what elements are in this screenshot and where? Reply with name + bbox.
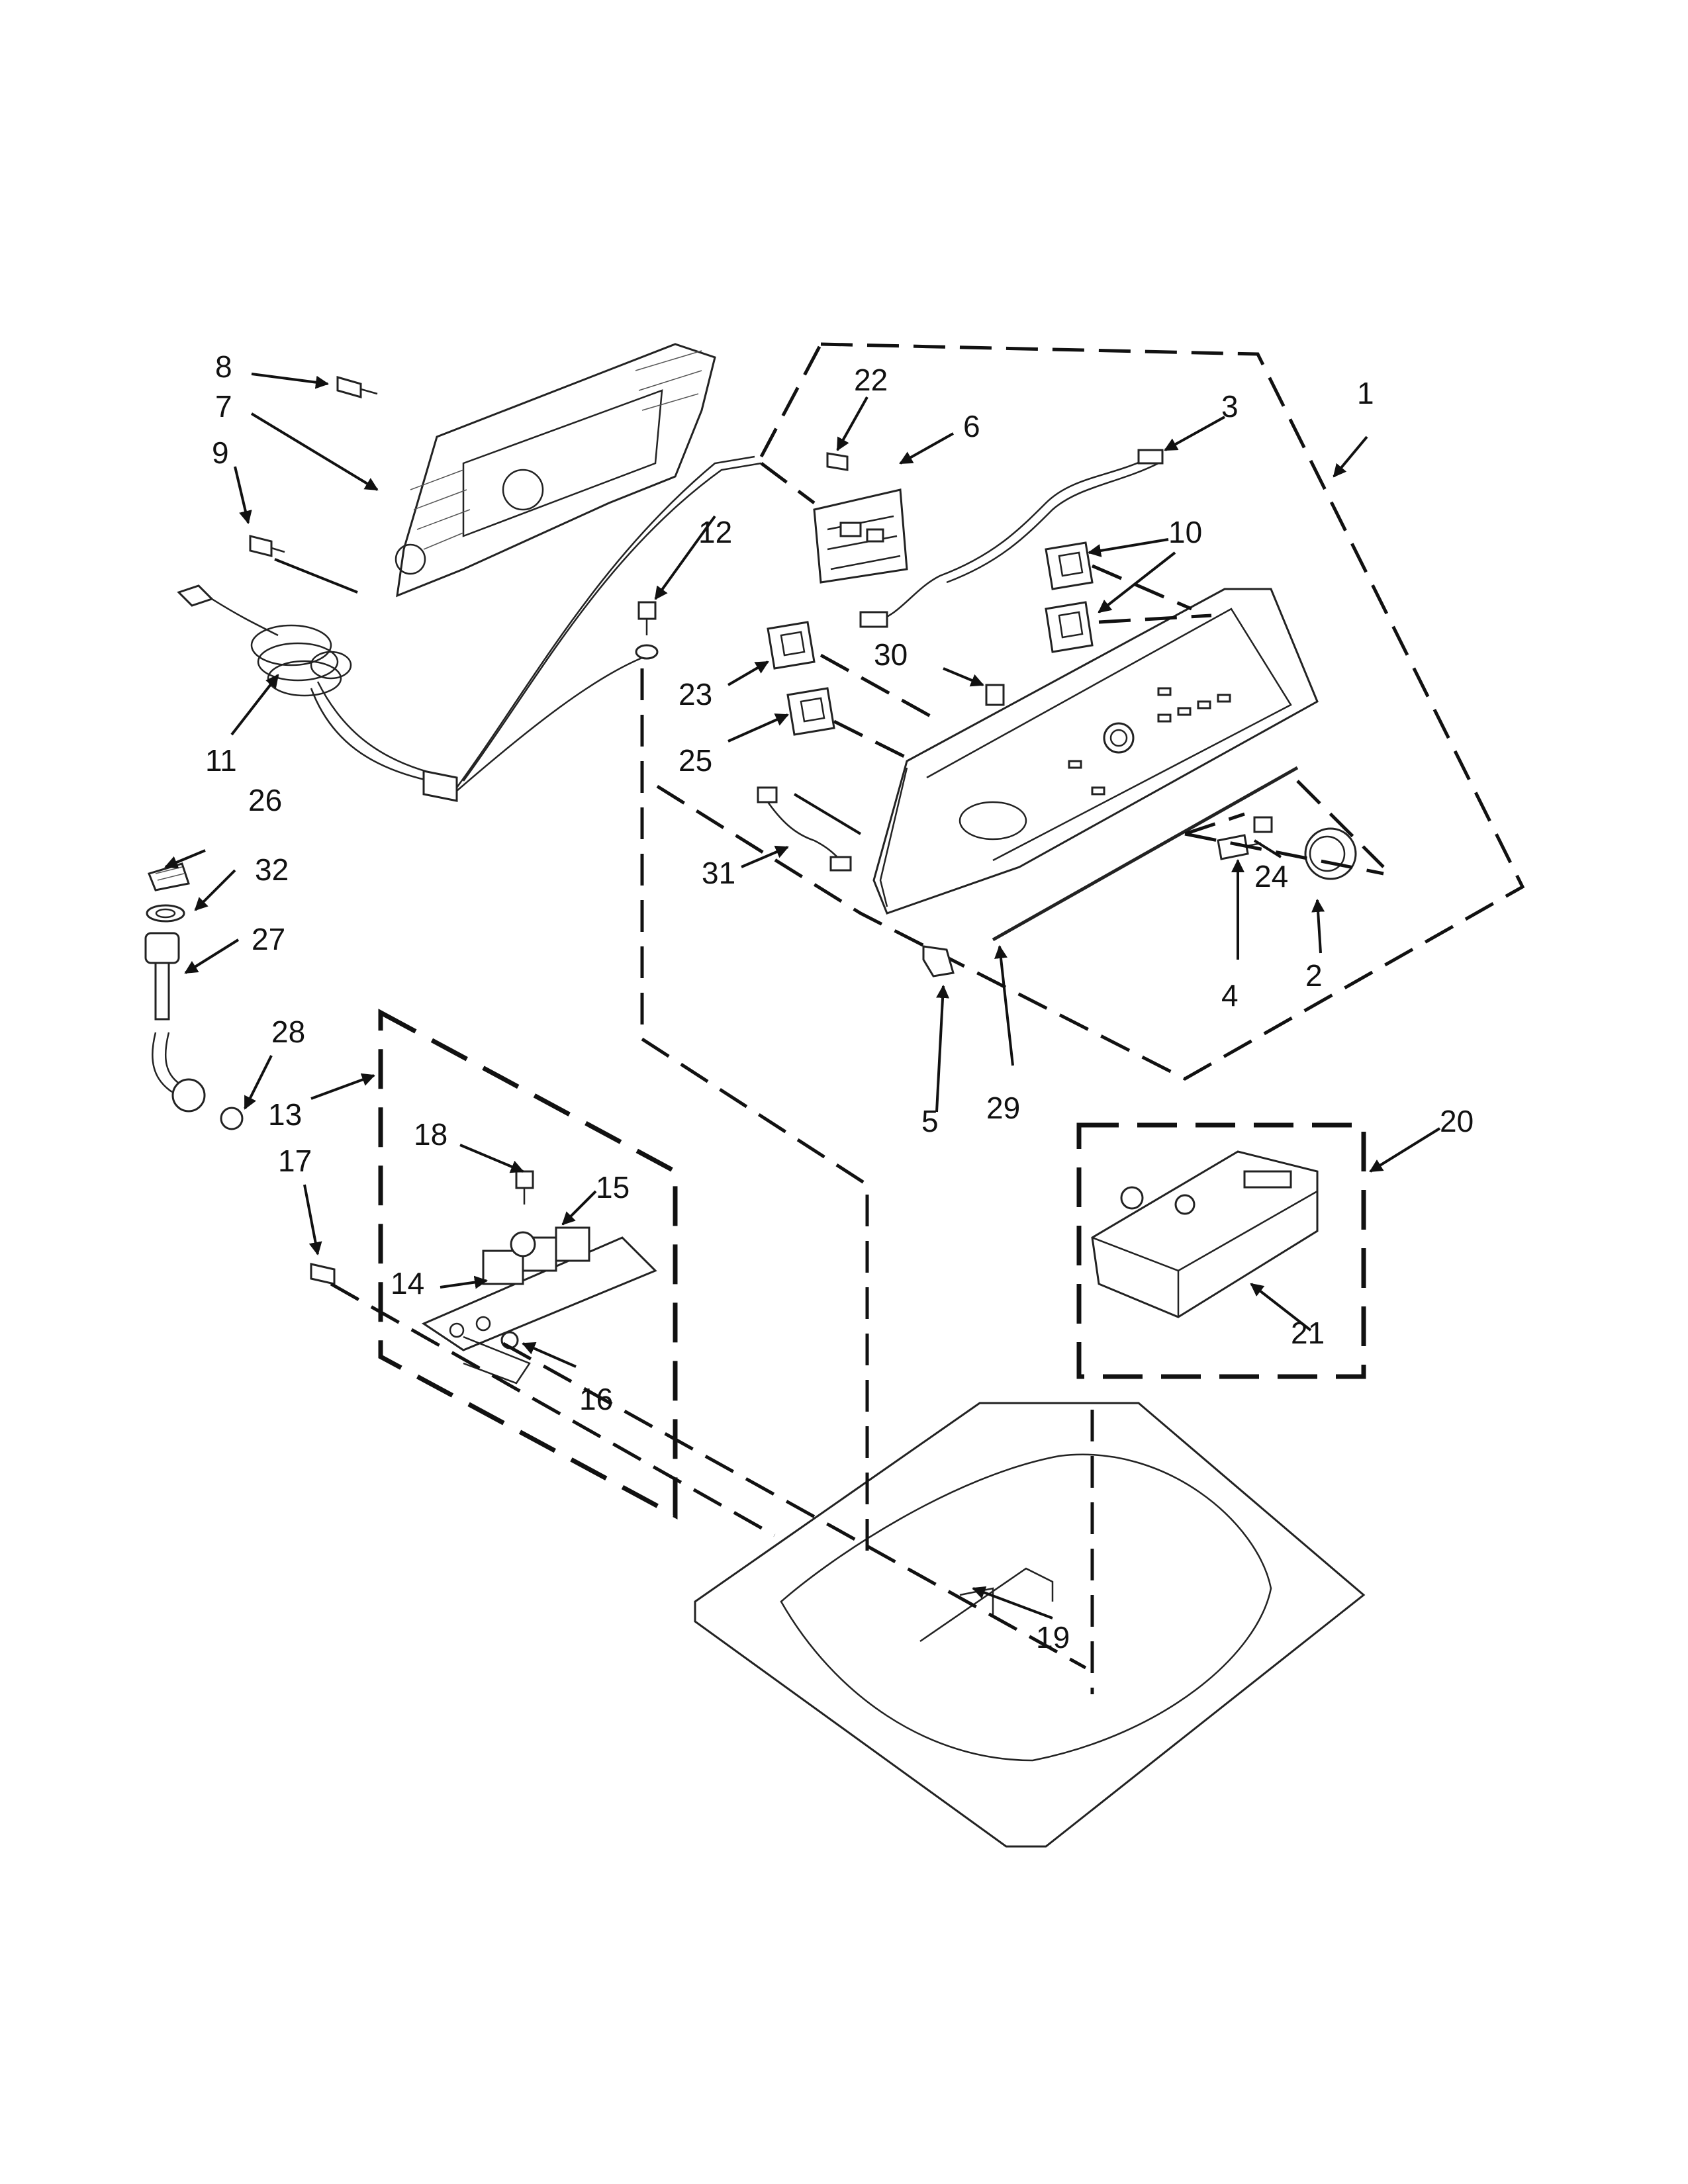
callout-8: 8	[215, 349, 232, 384]
callout-12: 12	[698, 515, 732, 549]
callout-10: 10	[1168, 515, 1202, 549]
clip-part-5	[922, 945, 955, 978]
control-board	[813, 488, 908, 584]
screw-part-12	[635, 601, 659, 660]
callout-20: 20	[1440, 1104, 1474, 1138]
power-cord	[177, 455, 762, 802]
switch-part-23	[767, 621, 816, 670]
knob-part-2	[1304, 827, 1357, 880]
callout-19: 19	[1036, 1620, 1070, 1655]
console	[872, 588, 1319, 915]
callout-6: 6	[963, 409, 980, 443]
callout-4: 4	[1221, 978, 1239, 1013]
rod-part-29	[992, 766, 1299, 942]
screw-part-17	[310, 1263, 336, 1285]
callout-14: 14	[391, 1266, 424, 1300]
leader-lines	[164, 373, 1441, 1694]
callout-24: 24	[1254, 859, 1288, 893]
callout-15: 15	[596, 1170, 630, 1205]
dispenser-assembly-outline	[1076, 1122, 1366, 1379]
console-assembly-outline	[647, 342, 1525, 1081]
water-valve-part-15	[482, 1226, 590, 1285]
clip-part-30	[985, 684, 1005, 706]
valve-assembly-outline	[378, 1009, 678, 1520]
switch-part-10-upper	[1045, 541, 1094, 590]
callout-23: 23	[679, 677, 712, 711]
screw-part-22	[826, 452, 849, 471]
washer-part-28	[220, 1107, 244, 1130]
callout-11: 11	[205, 743, 237, 778]
washer-top-part-19	[694, 1402, 1366, 1848]
callout-2: 2	[1305, 958, 1323, 993]
callout-7: 7	[215, 389, 232, 424]
washer-part-32	[146, 904, 185, 923]
screw-part-8	[336, 376, 378, 398]
insert-part-24	[1253, 816, 1273, 833]
callout-22: 22	[854, 363, 888, 397]
screw-part-9	[249, 535, 285, 557]
callout-16: 16	[579, 1382, 613, 1416]
screw-part-18	[515, 1170, 534, 1205]
callout-3: 3	[1221, 389, 1239, 424]
wire-harness	[859, 449, 1164, 628]
harness-part-31	[757, 786, 852, 872]
callout-29: 29	[986, 1091, 1020, 1125]
callout-13: 13	[268, 1097, 302, 1132]
callout-28: 28	[271, 1015, 305, 1049]
callout-25: 25	[679, 743, 712, 778]
callout-labels: 1 2 3 4 5 6 7 8 9 10 11 12 13 14 15 16 1…	[205, 349, 1474, 1655]
callout-26: 26	[248, 783, 282, 817]
callout-1: 1	[1357, 376, 1374, 410]
callout-30: 30	[874, 637, 908, 672]
callout-5: 5	[921, 1104, 939, 1138]
dispenser-drawer-part-21	[1091, 1150, 1319, 1318]
callout-17: 17	[278, 1144, 312, 1178]
hose-part-27	[144, 932, 206, 1113]
callout-27: 27	[252, 922, 285, 956]
switch-part-10-lower	[1045, 601, 1094, 653]
callout-32: 32	[255, 852, 289, 887]
callout-18: 18	[414, 1117, 447, 1152]
filter-screen-part-26	[147, 862, 190, 891]
callout-21: 21	[1291, 1316, 1325, 1350]
callout-9: 9	[212, 435, 229, 470]
rear-panel	[395, 343, 716, 598]
switch-part-25	[786, 687, 835, 736]
callout-31: 31	[702, 856, 735, 890]
